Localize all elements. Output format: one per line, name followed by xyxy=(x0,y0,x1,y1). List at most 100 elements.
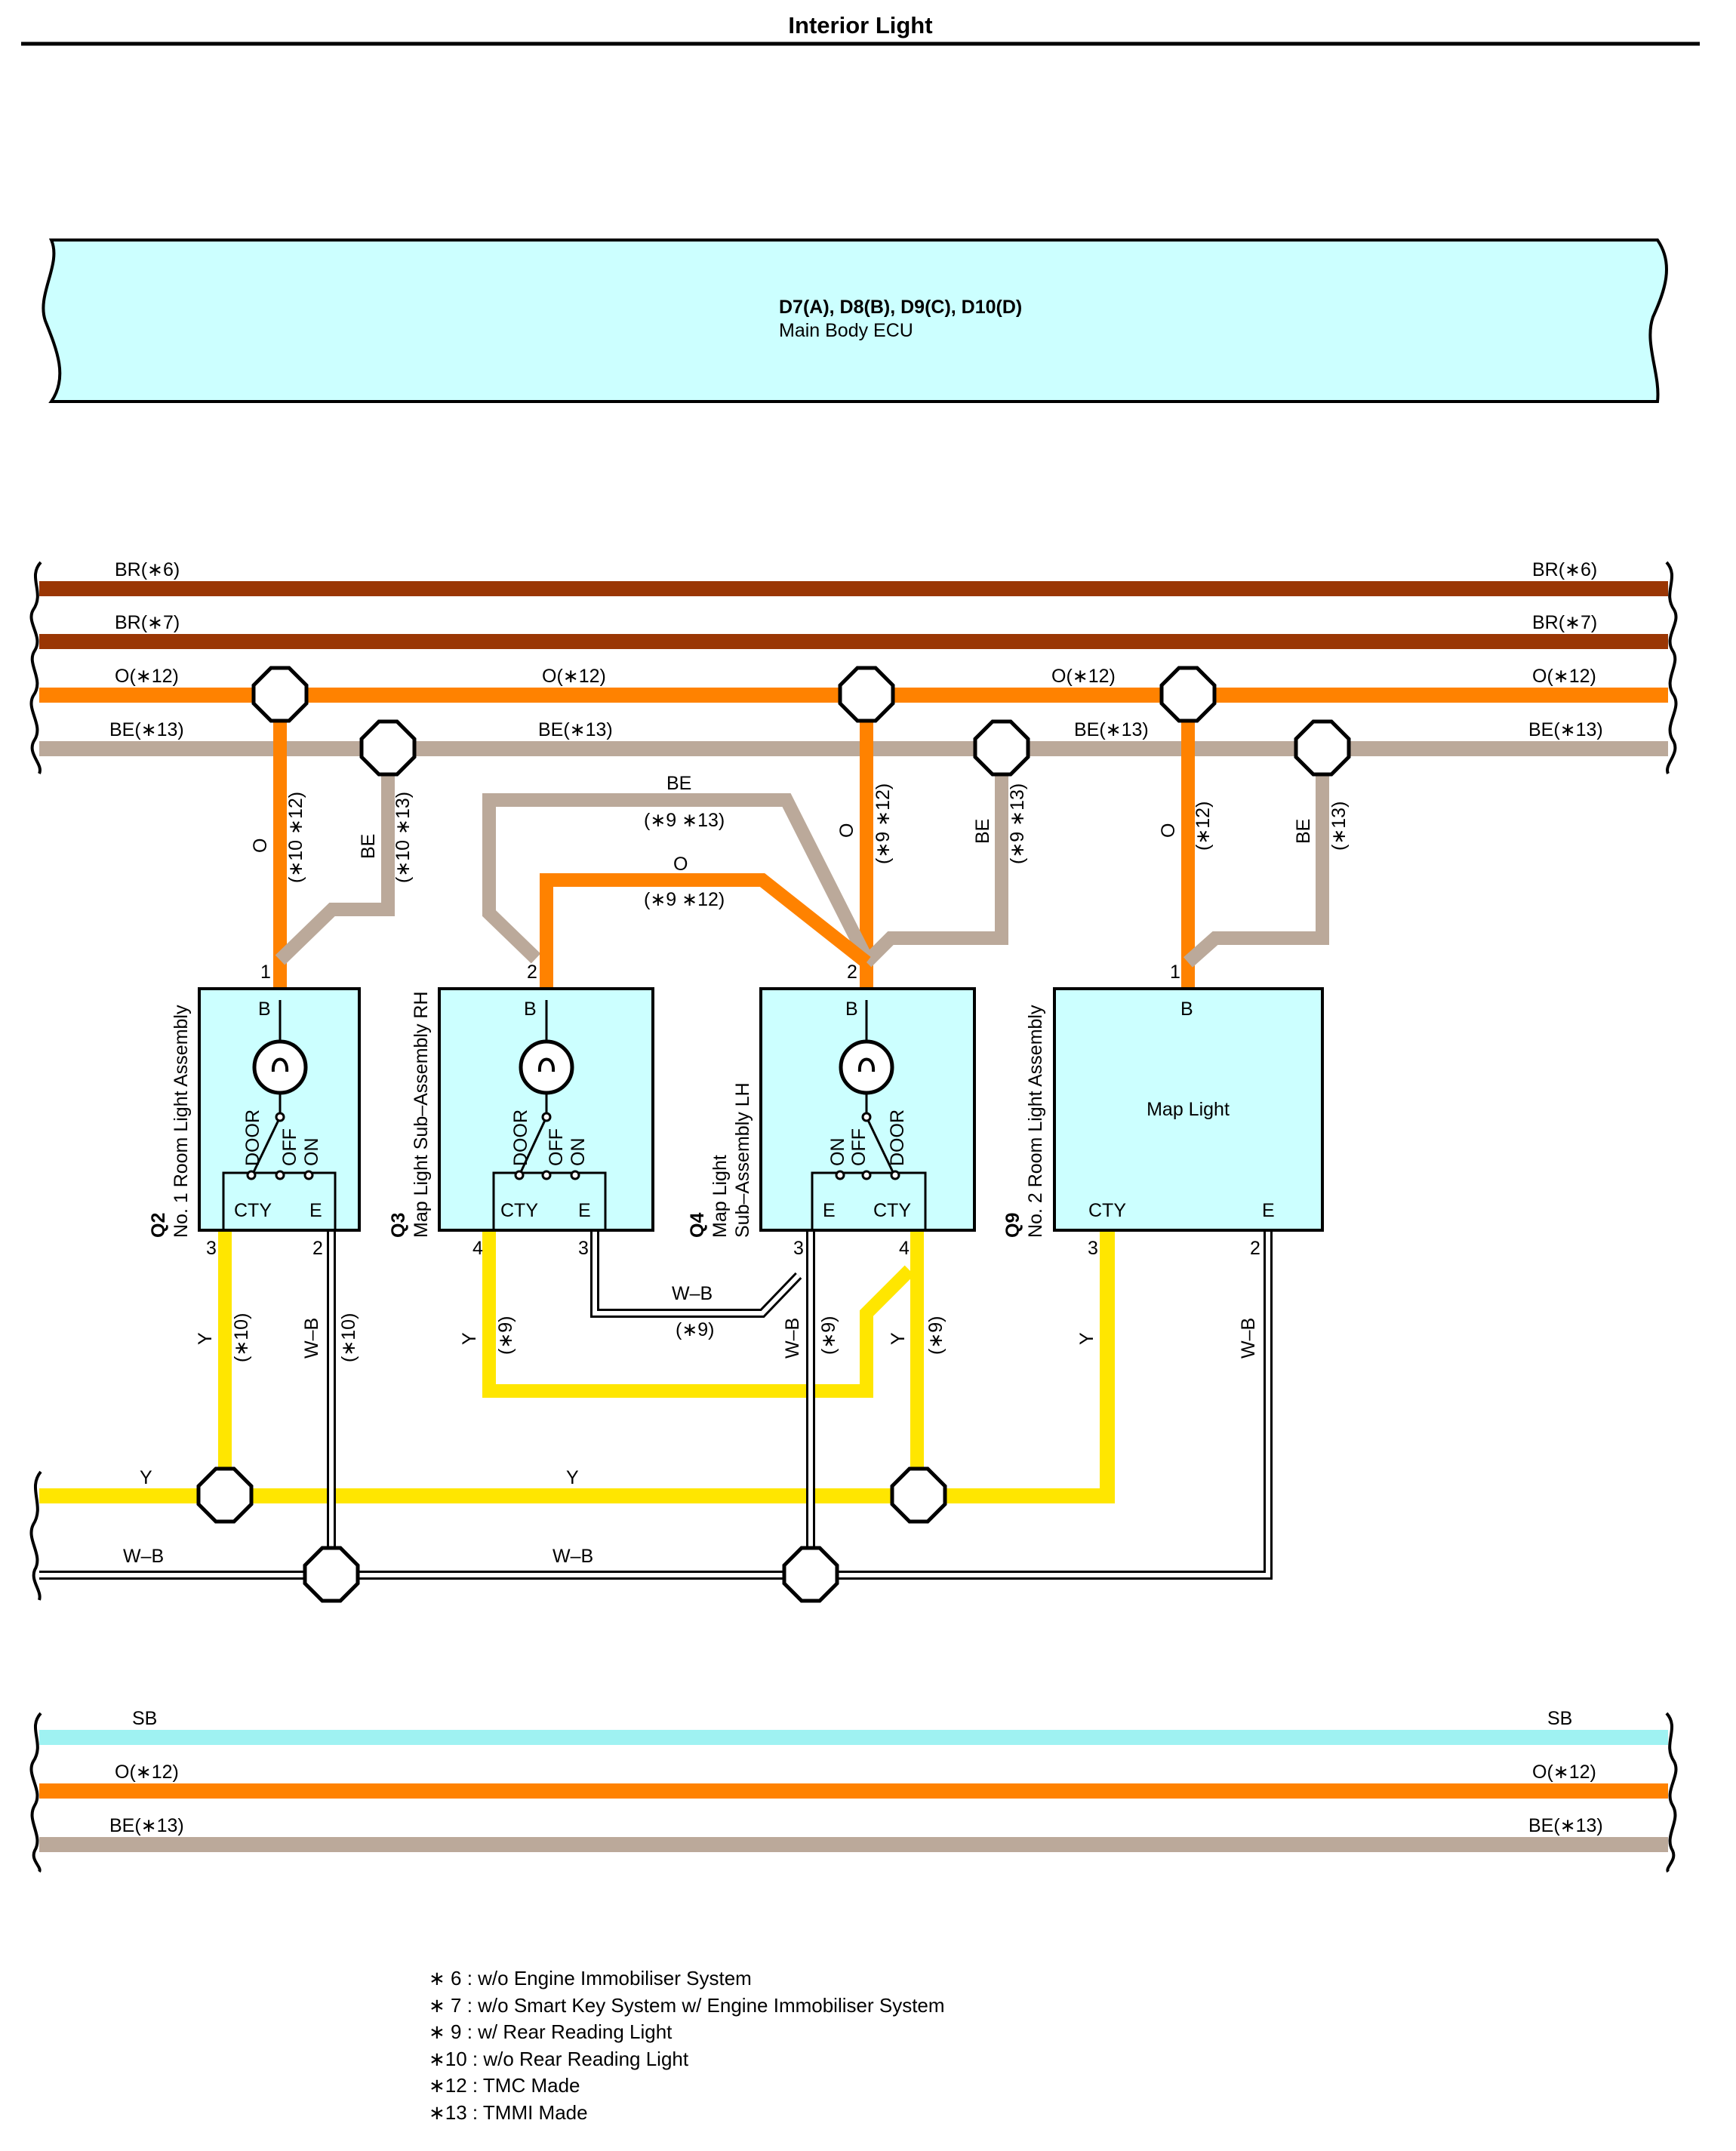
q2-name: No. 1 Room Light Assembly xyxy=(171,1005,192,1238)
label-q9-be: BE xyxy=(1293,819,1314,844)
label-q4-y: Y xyxy=(888,1332,909,1345)
junction-o12-q4 xyxy=(838,666,895,723)
q4-code: Q4 xyxy=(687,1213,708,1238)
label-o12-4: O(∗12) xyxy=(1532,666,1596,687)
q9-b: B xyxy=(1180,999,1193,1020)
q2-b: B xyxy=(258,999,271,1020)
label-be13-1: BE(∗13) xyxy=(109,719,184,740)
component-q2: B 1 DOOR OFF ON CTY E 3 2 Q2 No. 1 Room … xyxy=(148,962,361,1259)
bus-wb xyxy=(39,1230,1270,1577)
label-q4-o: O xyxy=(836,823,857,838)
label-be13-2: BE(∗13) xyxy=(538,719,613,740)
junction-wb-q4 xyxy=(782,1546,839,1603)
q3-e: E xyxy=(578,1200,591,1221)
label-q4-wb-note: (∗9) xyxy=(818,1316,839,1355)
wire-q3-wb xyxy=(593,1230,801,1316)
label-q2-be-note: (∗10 ∗13) xyxy=(392,792,414,883)
q3-cty: CTY xyxy=(500,1200,538,1221)
junction-o12-q9 xyxy=(1159,666,1217,723)
label-q4-wb: W–B xyxy=(782,1318,803,1359)
page-title: Interior Light xyxy=(788,12,932,38)
footnote-7: ∗ 7 : w/o Smart Key System w/ Engine Imm… xyxy=(429,1994,945,2017)
q9-box xyxy=(1053,987,1324,1232)
q9-pin-cty: 3 xyxy=(1088,1238,1098,1259)
label-o12-3: O(∗12) xyxy=(1051,666,1116,687)
q4-off: OFF xyxy=(848,1128,870,1166)
q3-code: Q3 xyxy=(388,1213,409,1238)
footnote-6: ∗ 6 : w/o Engine Immobiliser System xyxy=(429,1967,752,1989)
q3-pin-e: 3 xyxy=(578,1238,589,1259)
bottom-break-right xyxy=(1665,1712,1678,1873)
wire-q9-be xyxy=(1183,749,1329,968)
q4-name-1: Map Light xyxy=(709,1155,731,1238)
label-br7-right: BR(∗7) xyxy=(1532,612,1597,633)
label-sb-right: SB xyxy=(1547,1708,1572,1729)
upper-junctions xyxy=(251,666,1351,777)
label-q2-y: Y xyxy=(195,1332,216,1345)
q4-name-2: Sub–Assembly LH xyxy=(732,1082,753,1238)
label-q9-be-note: (∗13) xyxy=(1328,802,1350,851)
label-br6-right: BR(∗6) xyxy=(1532,559,1597,580)
label-q3-y: Y xyxy=(459,1332,480,1345)
label-o12b-right: O(∗12) xyxy=(1532,1762,1596,1783)
junction-be13-q9 xyxy=(1294,719,1351,777)
label-q4-y-note: (∗9) xyxy=(925,1316,946,1355)
q4-b: B xyxy=(845,999,858,1020)
label-q9-y: Y xyxy=(1076,1332,1097,1345)
q4-pin-cty: 4 xyxy=(899,1238,910,1259)
label-q3-y-note: (∗9) xyxy=(495,1316,516,1355)
lower-junctions xyxy=(196,1466,947,1603)
label-be13b-right: BE(∗13) xyxy=(1528,1815,1603,1836)
footnotes: ∗ 6 : w/o Engine Immobiliser System ∗ 7 … xyxy=(429,1967,945,2124)
label-q2-o: O xyxy=(250,839,271,853)
label-q4-be: BE xyxy=(972,819,993,844)
ecu-connectors: D7(A), D8(B), D9(C), D10(D) xyxy=(779,297,1022,318)
main-body-ecu-block xyxy=(42,238,1668,403)
q4-on: ON xyxy=(827,1138,848,1167)
component-q4: B 2 ON OFF DOOR E CTY 3 4 Q4 Map Light S… xyxy=(687,962,976,1259)
q9-center-label: Map Light xyxy=(1147,1099,1230,1120)
q2-pin-cty: 3 xyxy=(206,1238,217,1259)
junction-y-q4 xyxy=(890,1466,947,1524)
junction-be13-q4 xyxy=(973,719,1030,777)
label-q9-o: O xyxy=(1158,823,1179,838)
label-y-2: Y xyxy=(566,1467,579,1488)
q2-on: ON xyxy=(301,1138,322,1167)
upper-branch-wires xyxy=(273,695,1329,989)
label-y-1: Y xyxy=(140,1467,152,1488)
label-be13-4: BE(∗13) xyxy=(1528,719,1603,740)
label-q9-o-note: (∗12) xyxy=(1193,802,1214,851)
footnote-9: ∗ 9 : w/ Rear Reading Light xyxy=(429,2020,673,2043)
q4-door: DOOR xyxy=(887,1109,908,1166)
footnote-13: ∗13 : TMMI Made xyxy=(429,2101,588,2124)
ecu-name: Main Body ECU xyxy=(779,320,913,341)
wire-q3-y xyxy=(482,1230,915,1398)
footnote-10: ∗10 : w/o Rear Reading Light xyxy=(429,2048,689,2070)
q3-door: DOOR xyxy=(510,1109,531,1166)
q3-b: B xyxy=(524,999,537,1020)
label-q3-o-note: (∗9 ∗12) xyxy=(644,889,725,910)
q9-e: E xyxy=(1262,1200,1275,1221)
label-q2-wb: W–B xyxy=(301,1318,322,1359)
junction-y-q2 xyxy=(196,1466,254,1524)
q2-pin-b: 1 xyxy=(260,962,271,983)
bus-y xyxy=(39,1230,1115,1503)
q2-pin-e: 2 xyxy=(312,1238,323,1259)
junction-o12-q2 xyxy=(251,666,309,723)
q2-off: OFF xyxy=(279,1128,300,1166)
q9-pin-e: 2 xyxy=(1250,1238,1260,1259)
label-wb-1: W–B xyxy=(123,1546,164,1567)
label-wb-2: W–B xyxy=(553,1546,593,1567)
q2-door: DOOR xyxy=(242,1109,263,1166)
bottom-bus-group xyxy=(29,1712,1678,1873)
label-q4-o-note: (∗9 ∗12) xyxy=(873,783,894,864)
label-q2-be: BE xyxy=(358,834,379,859)
q4-pin-e: 3 xyxy=(793,1238,804,1259)
wire-q3-o xyxy=(540,873,871,989)
label-q3-wb-note: (∗9) xyxy=(676,1319,715,1340)
component-q3: B 2 DOOR OFF ON CTY E 4 3 Q3 Map Light S… xyxy=(388,962,654,1259)
q3-name: Map Light Sub–Assembly RH xyxy=(411,991,432,1238)
junction-wb-q2 xyxy=(303,1546,360,1603)
